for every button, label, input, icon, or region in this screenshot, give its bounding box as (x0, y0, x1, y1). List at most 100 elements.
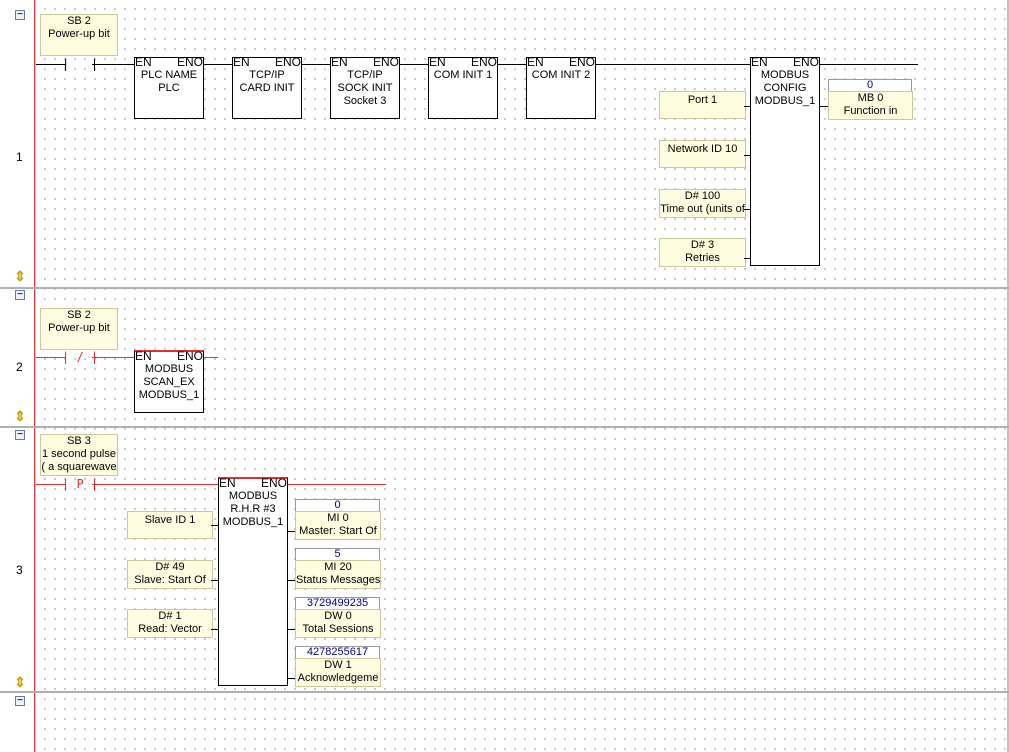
function-in-output[interactable]: MB 0 Function in (828, 91, 913, 120)
block-line: MODBUS_1 (754, 95, 816, 107)
en-label: EN (233, 55, 250, 69)
block-line: Socket 3 (343, 95, 387, 107)
rung-1-contact-note[interactable]: SB 2 Power-up bit (40, 14, 118, 56)
eno-label: ENO (176, 55, 203, 69)
eno-label: ENO (176, 349, 203, 363)
block-line: COM INIT 1 (433, 69, 493, 81)
retries-input[interactable]: D# 3 Retries (659, 238, 746, 267)
en-label: EN (219, 476, 236, 490)
output-stub (288, 678, 295, 679)
note-line: Power-up bit (48, 28, 110, 40)
note-line: SB 2 (67, 309, 91, 321)
operand-line: Acknowledgeme (297, 672, 379, 684)
block-line: PLC (158, 82, 180, 94)
rung-3-collapse-icon[interactable]: − (15, 430, 25, 440)
rung-gutter (0, 0, 36, 752)
rung-separator (0, 287, 1009, 289)
input-stub (744, 209, 750, 210)
rung-2-collapse-icon[interactable]: − (15, 290, 25, 300)
block-line: TCP/IP (347, 69, 383, 81)
com-init-2-block[interactable]: EN ENO COM INIT 2 (526, 55, 596, 119)
output-stub (288, 531, 295, 532)
eno-label: ENO (470, 55, 497, 69)
rung-2-number: 2 (16, 360, 23, 374)
rung-4-collapse-icon[interactable]: − (15, 696, 25, 706)
operand-line: Retries (685, 252, 720, 264)
operand-line: Function in (843, 105, 898, 117)
output-stub (288, 629, 295, 630)
rung-2-nc-contact[interactable]: | / | (62, 350, 99, 364)
operand-line: Master: Start Of (299, 525, 377, 537)
tcpip-sock-init-block[interactable]: EN ENO TCP/IP SOCK INIT Socket 3 (330, 55, 400, 119)
rung-2-resize-icon[interactable]: ⇕ (14, 408, 26, 424)
rung-1-contact[interactable]: | | (62, 57, 99, 71)
modbus-rhr-block[interactable]: EN ENO MODBUS R.H.R #3 MODBUS_1 (218, 477, 288, 686)
block-line: R.H.R #3 (230, 503, 276, 515)
status-messages-output[interactable]: MI 20 Status Messages (295, 560, 381, 589)
rung-3-number: 3 (16, 563, 23, 577)
operand-line: Slave ID 1 (144, 514, 196, 526)
operand-line: MB 0 (857, 92, 884, 104)
network-id-input[interactable]: Network ID 10 (659, 140, 746, 168)
en-label: EN (135, 349, 152, 363)
block-line: MODBUS (144, 363, 194, 375)
output-stub (820, 106, 828, 107)
en-label: EN (331, 55, 348, 69)
eno-label: ENO (568, 55, 595, 69)
rung-1-collapse-icon[interactable]: − (15, 10, 25, 20)
rung-1-wire (92, 64, 918, 65)
en-label: EN (135, 55, 152, 69)
plc-name-block[interactable]: EN ENO PLC NAME PLC (134, 55, 204, 119)
rung-3-contact-note[interactable]: SB 3 1 second pulse ( a squarewave (40, 434, 118, 476)
rung-2-contact-note[interactable]: SB 2 Power-up bit (40, 308, 118, 350)
input-stub (744, 258, 750, 259)
operand-line: Status Messages (296, 574, 381, 586)
block-line: PLC NAME (140, 69, 198, 81)
com-init-1-block[interactable]: EN ENO COM INIT 1 (428, 55, 498, 119)
read-vector-input[interactable]: D# 1 Read: Vector (127, 609, 213, 638)
note-line: SB 2 (67, 15, 91, 27)
operand-line: MI 20 (324, 561, 352, 573)
modbus-config-block[interactable]: EN ENO MODBUS CONFIG MODBUS_1 (750, 55, 820, 266)
operand-line: Slave: Start Of (134, 574, 206, 586)
block-line: MODBUS_1 (138, 389, 200, 401)
operand-line: MI 0 (327, 512, 349, 524)
modbus-scan-ex-block[interactable]: EN ENO MODBUS SCAN_EX MODBUS_1 (134, 350, 204, 413)
rung-separator (0, 426, 1009, 428)
operand-line: D# 3 (690, 239, 715, 251)
note-line: SB 3 (67, 435, 91, 447)
output-stub (288, 580, 295, 581)
operand-line: Network ID 10 (667, 143, 738, 155)
eno-label: ENO (274, 55, 301, 69)
timeout-input[interactable]: D# 100 Time out (units of (659, 189, 746, 218)
input-stub (211, 525, 218, 526)
block-line: COM INIT 2 (531, 69, 591, 81)
block-line: CARD INIT (239, 82, 295, 94)
note-line: 1 second pulse (42, 448, 116, 460)
master-start-output[interactable]: MI 0 Master: Start Of (295, 511, 381, 540)
operand-line: D# 100 (684, 190, 721, 202)
block-line: CONFIG (763, 82, 807, 94)
operand-line: Total Sessions (302, 623, 374, 635)
block-line: TCP/IP (249, 69, 285, 81)
input-stub (211, 580, 218, 581)
block-line: MODBUS_1 (222, 516, 284, 528)
total-sessions-output[interactable]: DW 0 Total Sessions (295, 609, 381, 638)
slave-id-input[interactable]: Slave ID 1 (127, 511, 213, 539)
operand-line: DW 0 (324, 610, 352, 622)
rung-3-pulse-contact[interactable]: | P | (62, 477, 99, 491)
eno-label: ENO (792, 55, 819, 69)
rung-1-resize-icon[interactable]: ⇕ (14, 268, 26, 284)
acknowledgement-output[interactable]: DW 1 Acknowledgeme (295, 658, 381, 687)
operand-line: Port 1 (687, 94, 718, 106)
slave-start-input[interactable]: D# 49 Slave: Start Of (127, 560, 213, 589)
block-line: MODBUS (228, 490, 278, 502)
en-label: EN (527, 55, 544, 69)
input-stub (211, 629, 218, 630)
rung-3-resize-icon[interactable]: ⇕ (14, 674, 26, 690)
operand-line: Read: Vector (138, 623, 202, 635)
rung-1-wire (36, 64, 66, 65)
tcpip-card-init-block[interactable]: EN ENO TCP/IP CARD INIT (232, 55, 302, 119)
port-input[interactable]: Port 1 (659, 91, 746, 119)
input-stub (744, 155, 750, 156)
